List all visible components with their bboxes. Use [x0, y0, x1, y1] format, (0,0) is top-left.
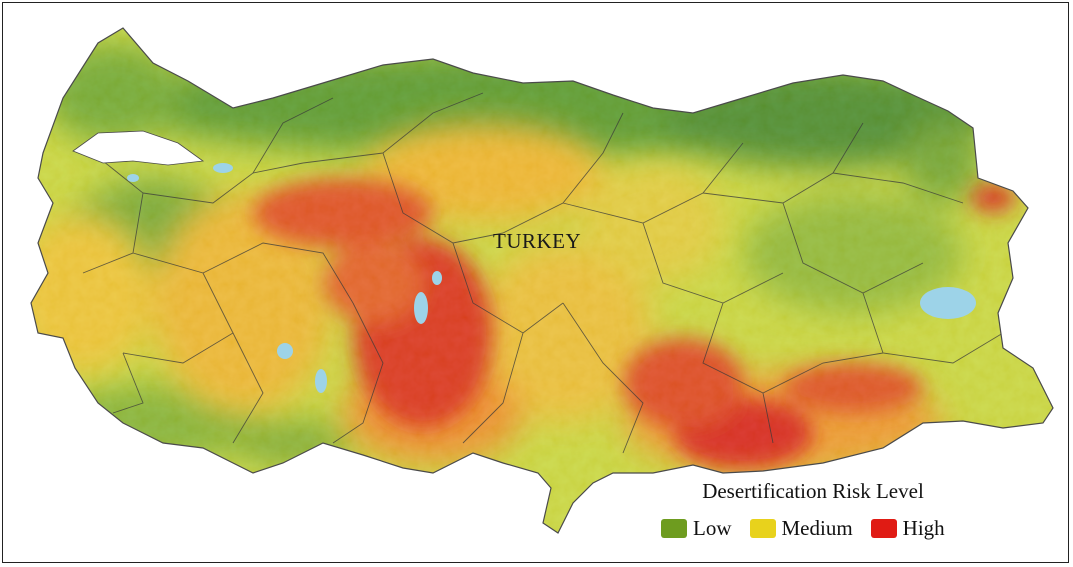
legend-item-low: Low [661, 516, 732, 541]
country-label: TURKEY [493, 229, 582, 253]
legend-label-low: Low [693, 516, 732, 540]
legend-label-high: High [902, 516, 945, 540]
legend-swatch-low [661, 519, 687, 538]
land-area [31, 28, 1053, 533]
legend-swatch-medium [749, 519, 776, 538]
legend-title: Desertification Risk Level [702, 479, 924, 503]
legend-items: Low Medium High [661, 516, 1003, 541]
turkey-risk-map [30, 27, 1054, 534]
sea-of-marmara [72, 130, 205, 166]
legend-swatch-high [870, 519, 897, 538]
legend-label-medium: Medium [781, 516, 853, 540]
legend-item-medium: Medium [749, 516, 853, 541]
legend-item-high: High [870, 516, 945, 541]
legend: Desertification Risk Level Low Medium Hi… [643, 479, 1003, 541]
